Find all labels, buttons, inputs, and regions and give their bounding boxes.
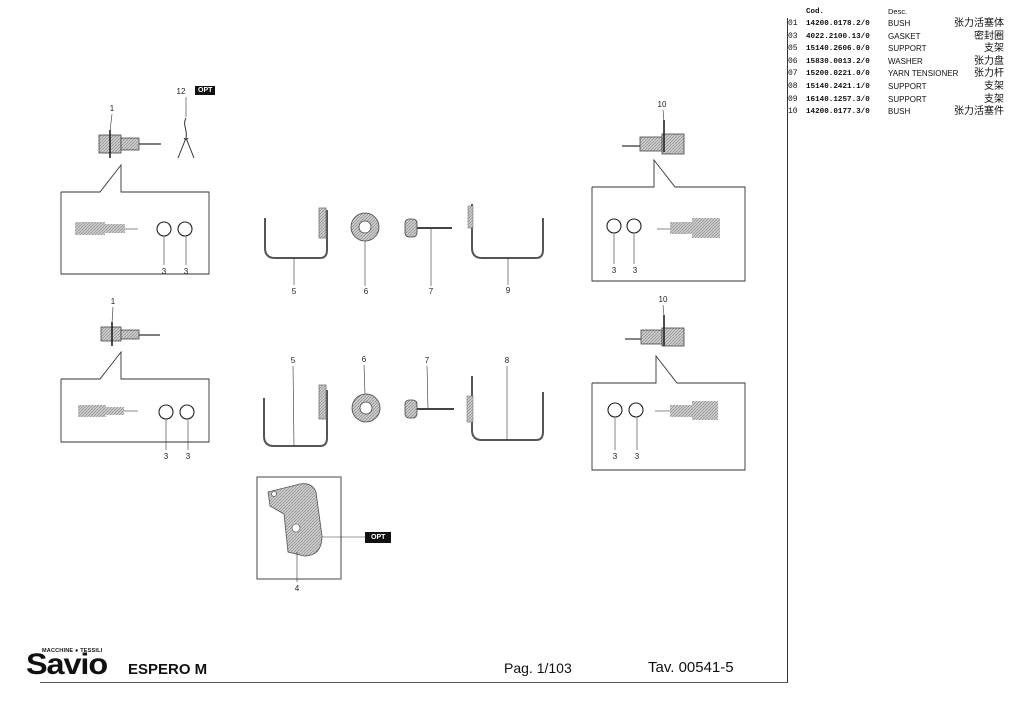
row-description: WASHER — [888, 56, 923, 66]
callout-7-top: 7 — [428, 287, 434, 296]
row-chinese-name: 支架 — [984, 93, 1004, 105]
row-chinese-name: 支架 — [984, 80, 1004, 92]
callout-3-f: 3 — [185, 452, 191, 461]
header-code: Cod. — [806, 8, 825, 16]
callout-4: 4 — [294, 584, 300, 593]
plate-part-4 — [267, 483, 323, 557]
table-row: 10 14200.0177.3/0 BUSH 张力活塞件 — [786, 106, 1012, 119]
footer-rule — [40, 682, 788, 683]
callout-box-right-upper — [591, 158, 746, 282]
callout-box-left-upper — [60, 163, 210, 275]
table-row: 05 15140.2606.0/0 SUPPORT 支架 — [786, 43, 1012, 56]
hook-part-12 — [177, 117, 195, 159]
row-position: 06 — [788, 56, 798, 66]
row-code: 15830.0013.2/0 — [806, 57, 870, 66]
row-chinese-name: 张力活塞件 — [954, 106, 1004, 118]
row-code: 15140.2421.1/0 — [806, 82, 870, 91]
table-row: 06 15830.0013.2/0 WASHER 张力盘 — [786, 56, 1012, 69]
logo-tagline: MACCHINE ● TESSILI — [42, 648, 103, 654]
row-position: 10 — [788, 107, 798, 117]
row-position: 09 — [788, 94, 798, 104]
callout-10-top: 10 — [657, 100, 667, 109]
callout-box-right-lower — [591, 354, 746, 471]
tensioner-part-7-bottom — [404, 399, 454, 419]
row-position: 03 — [788, 31, 798, 41]
callout-5-bottom: 5 — [290, 356, 296, 365]
callout-6-top: 6 — [363, 287, 369, 296]
row-chinese-name: 张力杆 — [974, 68, 1004, 80]
part-4-frame — [256, 476, 342, 580]
callout-9: 9 — [505, 286, 511, 295]
callout-3-b: 3 — [183, 267, 189, 276]
callout-3-g: 3 — [612, 452, 618, 461]
row-code: 16140.1257.3/0 — [806, 95, 870, 104]
table-reference: Tav. 00541-5 — [648, 659, 734, 676]
washer-part-6-top — [350, 212, 380, 242]
row-chinese-name: 密封圈 — [974, 30, 1004, 42]
opt-badge-plate: OPT — [365, 532, 392, 543]
opt-badge-top: OPT — [195, 86, 216, 95]
callout-5-top: 5 — [291, 287, 297, 296]
callout-3-e: 3 — [163, 452, 169, 461]
bush-part-1-bottom — [100, 322, 160, 346]
row-code: 15200.0221.0/0 — [806, 70, 870, 79]
row-chinese-name: 张力盘 — [974, 55, 1004, 67]
row-chinese-name: 张力活塞体 — [954, 18, 1004, 29]
header-desc: Desc. — [888, 7, 908, 16]
callout-8: 8 — [504, 356, 510, 365]
bush-part-10-bottom — [625, 315, 685, 347]
support-part-5-bottom — [263, 384, 328, 447]
table-divider — [787, 18, 788, 683]
callout-10-bottom: 10 — [658, 295, 668, 304]
row-position: 08 — [788, 81, 798, 91]
bush-part-1-top — [98, 130, 161, 158]
page-number: Pag. 1/103 — [504, 660, 572, 676]
table-row: 08 15140.2421.1/0 SUPPORT 支架 — [786, 81, 1012, 94]
row-description: BUSH — [888, 19, 911, 28]
row-description: BUSH — [888, 107, 911, 117]
support-part-5-top — [264, 207, 328, 259]
row-description: SUPPORT — [888, 94, 927, 104]
row-description: YARN TENSIONER — [888, 69, 959, 79]
tensioner-part-7-top — [404, 218, 452, 238]
callout-1-bottom: 1 — [110, 297, 116, 306]
row-chinese-name: 支架 — [984, 43, 1004, 55]
support-part-9-top — [467, 204, 544, 259]
callout-3-d: 3 — [632, 266, 638, 275]
row-description: SUPPORT — [888, 81, 927, 91]
row-position: 01 — [788, 19, 798, 28]
logo-wordmark: Savio — [26, 648, 108, 681]
support-part-8 — [466, 376, 544, 441]
row-position: 07 — [788, 69, 798, 79]
washer-part-6-bottom — [351, 393, 381, 423]
bush-part-10-top — [622, 120, 685, 155]
model-name: ESPERO M — [128, 661, 208, 678]
callout-3-a: 3 — [161, 267, 167, 276]
callout-1-top: 1 — [109, 104, 115, 113]
table-row: 01 14200.0178.2/0 BUSH 张力活塞体 — [786, 18, 1012, 31]
row-description: SUPPORT — [888, 44, 927, 54]
row-position: 05 — [788, 44, 798, 54]
row-code: 15140.2606.0/0 — [806, 45, 870, 54]
row-description: GASKET — [888, 31, 921, 41]
table-row: 09 16140.1257.3/0 SUPPORT 支架 — [786, 94, 1012, 107]
callout-box-left-lower — [60, 350, 210, 443]
callout-6-bottom: 6 — [361, 355, 367, 364]
callout-12: 12 — [176, 87, 186, 96]
callout-3-c: 3 — [611, 266, 617, 275]
callout-3-h: 3 — [634, 452, 640, 461]
callout-7-bottom: 7 — [424, 356, 430, 365]
row-code: 14200.0178.2/0 — [806, 20, 870, 28]
table-row: 07 15200.0221.0/0 YARN TENSIONER 张力杆 — [786, 68, 1012, 81]
parts-table-header: Cod. Desc. — [786, 6, 1012, 18]
row-code: 4022.2100.13/0 — [806, 32, 870, 41]
table-row: 03 4022.2100.13/0 GASKET 密封圈 — [786, 31, 1012, 44]
row-code: 14200.0177.3/0 — [806, 108, 870, 117]
